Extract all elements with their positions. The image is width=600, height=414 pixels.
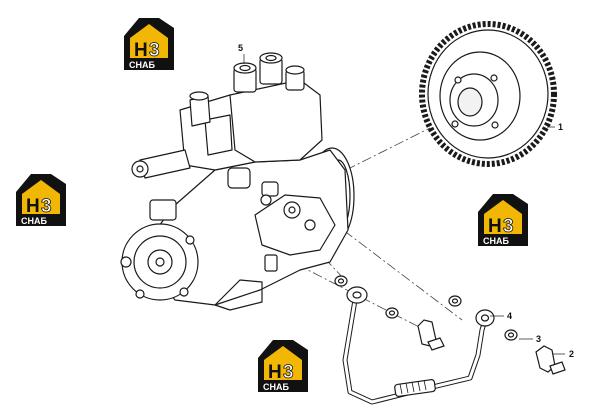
svg-text:3: 3 — [41, 196, 52, 217]
svg-text:3: 3 — [503, 216, 514, 237]
svg-text:H: H — [268, 362, 282, 383]
svg-text:H: H — [26, 196, 40, 217]
callout-3: 3 — [536, 334, 541, 344]
callout-5: 5 — [238, 43, 243, 53]
svg-text:3: 3 — [283, 362, 294, 383]
svg-text:CHAБ: CHAБ — [263, 382, 289, 392]
drive-gear — [419, 21, 557, 167]
svg-text:CHAБ: CHAБ — [21, 216, 47, 226]
watermark-logo: H 3 CHAБ — [124, 18, 174, 70]
sealing-washers — [334, 275, 518, 341]
watermark-logo: H 3 CHAБ — [16, 174, 66, 226]
svg-text:CHAБ: CHAБ — [483, 236, 509, 246]
injection-pump — [120, 52, 355, 311]
callout-2: 2 — [569, 349, 574, 359]
svg-text:CHAБ: CHAБ — [129, 60, 155, 70]
svg-text:H: H — [134, 40, 148, 61]
svg-text:3: 3 — [149, 40, 160, 61]
watermark-logo: H 3 CHAБ — [258, 340, 308, 392]
svg-text:H: H — [488, 216, 502, 237]
watermark-logo: H 3 CHAБ — [478, 194, 528, 246]
callout-4: 4 — [507, 311, 512, 321]
fuel-pipe — [342, 286, 495, 405]
leader-lines — [243, 54, 565, 355]
callout-1: 1 — [558, 122, 563, 132]
banjo-bolts — [417, 319, 566, 375]
